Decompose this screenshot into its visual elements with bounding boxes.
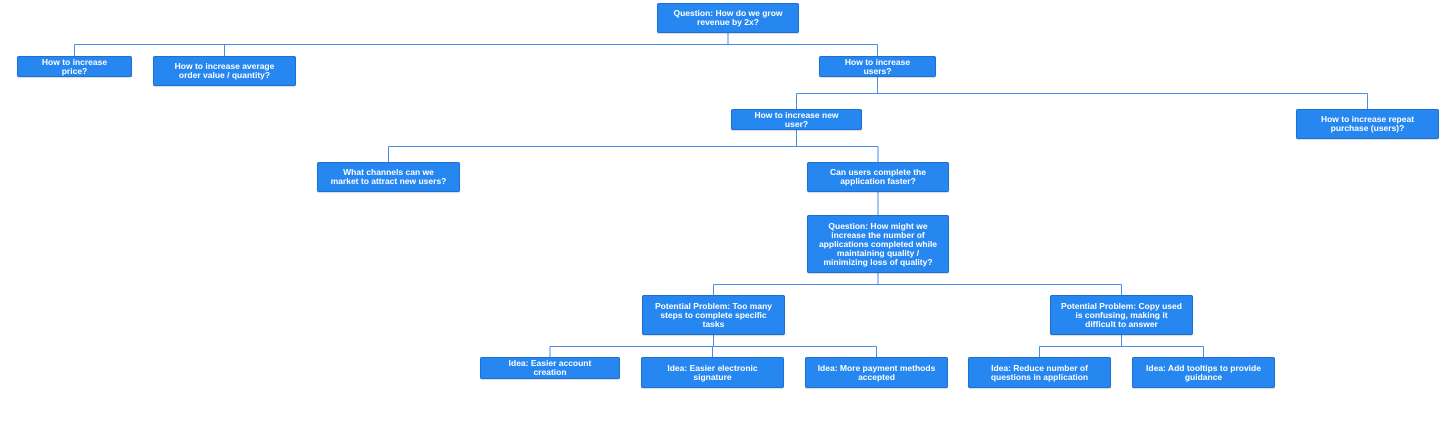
- increase-price-node[interactable]: How to increase price?: [17, 56, 132, 77]
- root-question-node[interactable]: Question: How do we grow revenue by 2x?: [657, 3, 799, 33]
- marketing-channels-node[interactable]: What channels can we market to attract n…: [317, 162, 460, 192]
- problem-too-many-steps-node[interactable]: Potential Problem: Too many steps to com…: [642, 295, 785, 335]
- increase-repeat-purchase-node[interactable]: How to increase repeat purchase (users)?: [1296, 109, 1439, 139]
- increase-order-value-node[interactable]: How to increase average order value / qu…: [153, 56, 296, 86]
- increase-users-node[interactable]: How to increase users?: [819, 56, 936, 77]
- how-might-we-question-node[interactable]: Question: How might we increase the numb…: [807, 215, 949, 273]
- idea-electronic-signature-node[interactable]: Idea: Easier electronic signature: [641, 357, 784, 388]
- problem-confusing-copy-node[interactable]: Potential Problem: Copy used is confusin…: [1050, 295, 1193, 335]
- idea-add-tooltips-node[interactable]: Idea: Add tooltips to provide guidance: [1132, 357, 1275, 388]
- complete-application-faster-node[interactable]: Can users complete the application faste…: [807, 162, 949, 192]
- idea-payment-methods-node[interactable]: Idea: More payment methods accepted: [805, 357, 948, 388]
- idea-reduce-questions-node[interactable]: Idea: Reduce number of questions in appl…: [968, 357, 1111, 388]
- idea-easier-account-creation-node[interactable]: Idea: Easier account creation: [480, 357, 620, 379]
- increase-new-user-node[interactable]: How to increase new user?: [731, 109, 862, 130]
